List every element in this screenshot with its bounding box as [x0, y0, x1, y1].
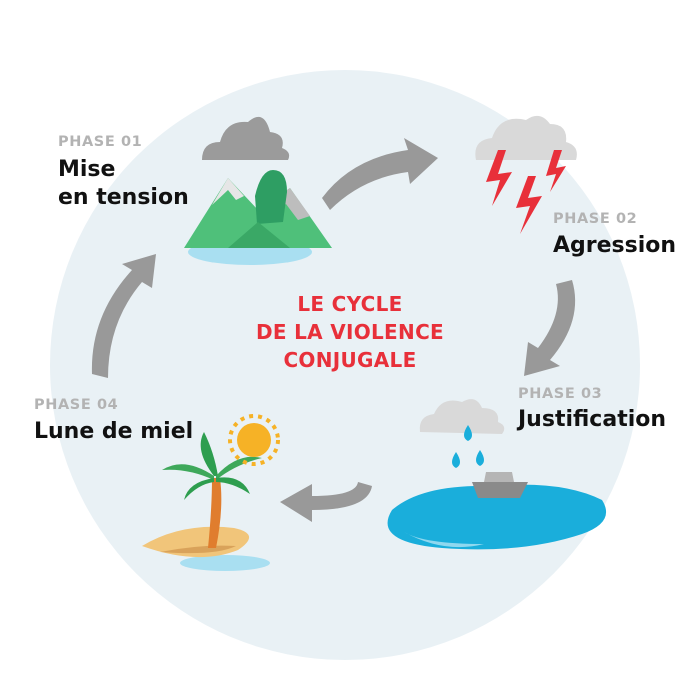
title-line-1: LE CYCLE — [297, 292, 403, 316]
title-line-2: DE LA VIOLENCE — [255, 320, 445, 344]
mountain-cloud-icon — [184, 116, 332, 265]
island-palm-sun-icon — [142, 414, 280, 571]
arrow-phase4-to-1 — [91, 254, 156, 378]
arrow-phase2-to-3 — [524, 280, 576, 376]
phase-01-name-line1: Mise — [58, 157, 116, 182]
phase-04-name: Lune de miel — [34, 419, 194, 444]
phase-03-name: Justification — [518, 407, 667, 432]
arrow-phase1-to-2 — [322, 138, 438, 210]
phase-03-tag: PHASE 03 — [518, 386, 603, 402]
arrow-phase3-to-4 — [280, 482, 372, 522]
title-line-3: CONJUGALE — [283, 348, 417, 372]
storm-lightning-icon — [475, 115, 577, 234]
phase-02-name: Agression — [553, 233, 677, 258]
phase-04-tag: PHASE 04 — [34, 397, 119, 413]
cycle-arrows — [91, 138, 576, 522]
phase-02-tag: PHASE 02 — [553, 211, 638, 227]
rain-lake-boat-icon — [387, 399, 607, 550]
diagram-title: LE CYCLE DE LA VIOLENCE CONJUGALE — [200, 290, 500, 374]
phase-01-tag: PHASE 01 — [58, 134, 143, 150]
phase-01-name-line2: en tension — [58, 185, 189, 210]
